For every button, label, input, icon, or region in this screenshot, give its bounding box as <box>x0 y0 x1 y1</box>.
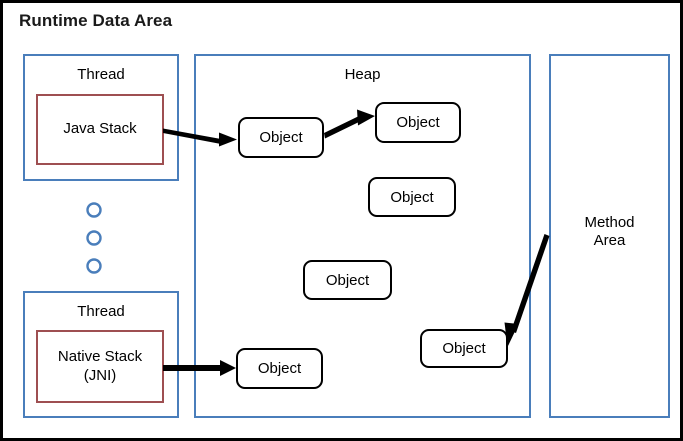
object-box-2: Object <box>375 102 461 143</box>
region-heap-label: Heap <box>344 66 381 83</box>
region-method-area-label-line2: Area <box>593 232 626 250</box>
region-method-area-label-line1: Method <box>584 214 635 231</box>
object-box-3-label: Object <box>390 188 434 206</box>
object-box-5-label: Object <box>442 340 486 357</box>
java-stack-label: Java Stack <box>63 120 137 138</box>
object-box-1-label: Object <box>259 129 303 146</box>
native-stack-label-line1: Native Stack <box>57 348 143 366</box>
object-box-1: Object <box>238 117 324 158</box>
object-box-6-label: Object <box>257 360 302 377</box>
native-stack-label-line2: (JNI) <box>83 366 117 384</box>
ellipsis-dot-3 <box>86 258 102 274</box>
object-box-4: Object <box>303 260 392 300</box>
region-thread-top-label: Thread <box>77 66 125 83</box>
ellipsis-dot-2 <box>86 230 102 246</box>
region-method-area-label: Method Area <box>551 214 668 251</box>
object-box-6: Object <box>236 348 323 389</box>
object-box-5: Object <box>420 329 508 368</box>
object-box-4-label: Object <box>325 271 370 289</box>
native-stack-box: Native Stack (JNI) <box>36 330 164 403</box>
region-thread-bottom-label: Thread <box>77 303 125 320</box>
object-box-3: Object <box>368 177 456 217</box>
region-method-area: Method Area <box>549 54 670 418</box>
object-box-2-label: Object <box>396 114 440 131</box>
java-stack-box: Java Stack <box>36 94 164 165</box>
page-title: Runtime Data Area <box>19 11 173 30</box>
ellipsis-dot-1 <box>86 202 102 218</box>
